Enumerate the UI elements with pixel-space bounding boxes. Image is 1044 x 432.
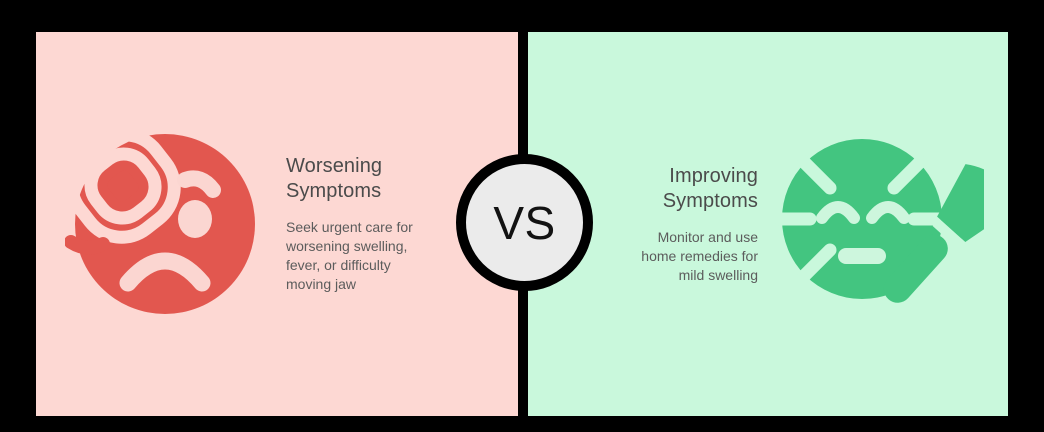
face-mask-brush-icon — [774, 119, 984, 329]
right-panel-description: Monitor and use home remedies for mild s… — [641, 228, 758, 283]
panel-worsening-symptoms: Worsening Symptoms Seek urgent care for … — [36, 32, 518, 416]
left-panel-description: Seek urgent care for worsening swelling,… — [286, 219, 413, 292]
right-panel-title: Improving Symptoms — [662, 164, 758, 212]
vs-label: VS — [493, 196, 556, 249]
swollen-sad-face-icon — [60, 119, 270, 329]
vs-badge: VS — [456, 154, 593, 291]
left-text-block: Worsening Symptoms Seek urgent care for … — [270, 154, 518, 294]
right-text-block: Improving Symptoms Monitor and use home … — [528, 164, 774, 285]
panel-improving-symptoms: Improving Symptoms Monitor and use home … — [528, 32, 1008, 416]
left-panel-title: Worsening Symptoms — [286, 155, 383, 202]
